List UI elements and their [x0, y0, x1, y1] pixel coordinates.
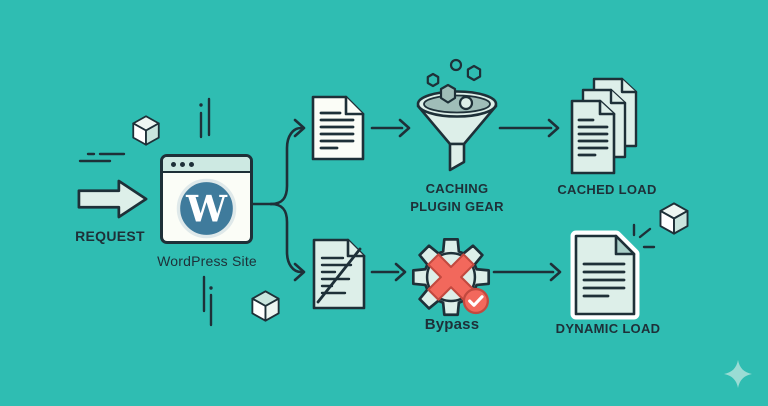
- dynamic-document-icon: [570, 230, 640, 320]
- speed-lines-icon: [78, 152, 126, 163]
- request-label: REQUEST: [75, 228, 145, 244]
- check-badge-icon: [462, 287, 489, 315]
- window-dot-icon: [171, 161, 176, 167]
- document-slashed-icon: [312, 238, 366, 310]
- caching-label-line2: PLUGIN GEAR: [410, 199, 504, 214]
- motion-lines-icon: [202, 275, 213, 327]
- request-arrow-icon: [77, 179, 148, 219]
- cached-documents-icon: [570, 77, 638, 175]
- dynamic-load-label: DYNAMIC LOAD: [555, 321, 661, 336]
- bypass-gear-icon: [411, 238, 491, 317]
- caching-plugin-gear-label: CACHING PLUGIN GEAR: [388, 180, 526, 216]
- red-x-icon: [427, 253, 475, 301]
- wordpress-monogram: W: [185, 187, 228, 230]
- emphasis-sparks-icon: [632, 223, 656, 249]
- sparkle-icon: [724, 360, 752, 388]
- wordpress-window: W: [160, 154, 253, 244]
- caching-funnel-icon: [416, 58, 498, 172]
- browser-titlebar: [163, 157, 250, 173]
- bypass-label: Bypass: [424, 316, 480, 333]
- wordpress-logo-icon: W: [176, 178, 237, 239]
- cached-load-label: CACHED LOAD: [557, 182, 657, 197]
- cube-icon: [251, 290, 280, 322]
- window-dot-icon: [189, 161, 194, 167]
- window-dot-icon: [180, 161, 185, 167]
- wordpress-site-label: WordPress Site: [157, 253, 257, 269]
- cube-icon: [659, 202, 689, 235]
- cube-icon: [132, 115, 160, 146]
- document-icon: [311, 95, 365, 161]
- caching-label-line1: CACHING: [425, 181, 489, 196]
- motion-lines-icon: [199, 97, 211, 139]
